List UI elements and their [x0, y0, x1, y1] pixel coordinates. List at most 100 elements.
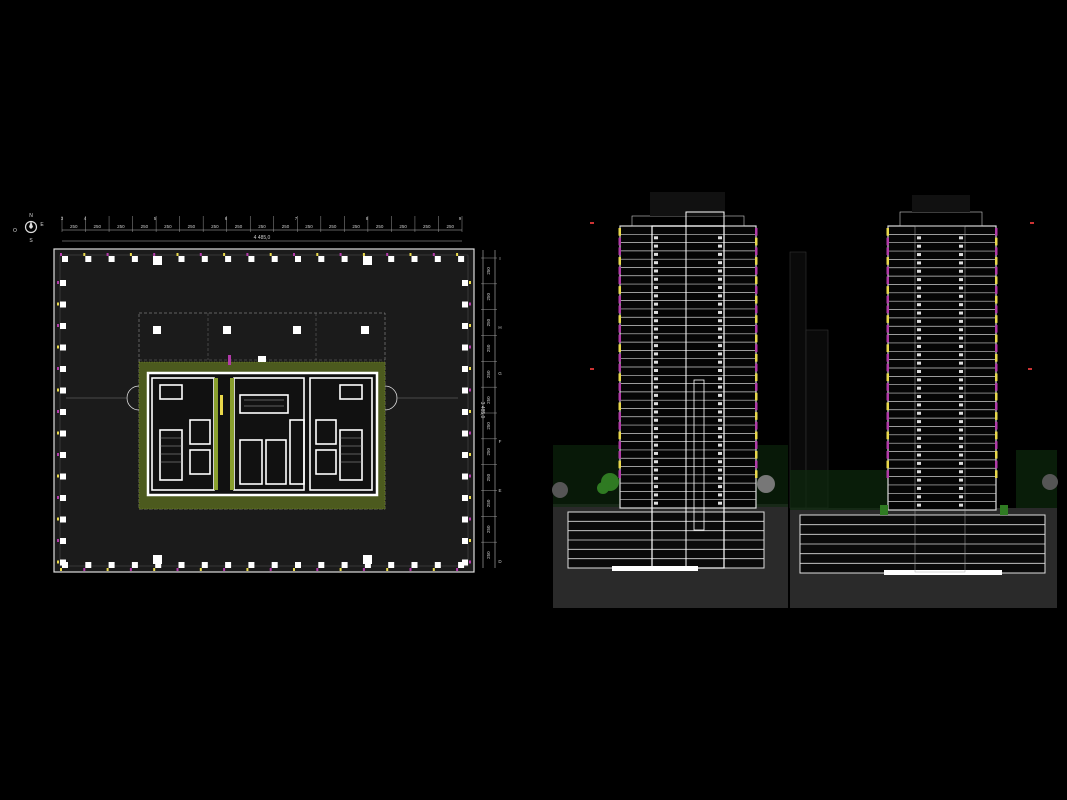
column	[462, 430, 468, 437]
column	[462, 409, 468, 415]
column	[60, 495, 66, 501]
grid-label-top: 4	[84, 216, 87, 221]
column	[295, 256, 301, 262]
right-dimension: 250	[486, 422, 491, 430]
top-dimension: 250	[446, 224, 454, 229]
column	[462, 473, 468, 480]
column	[388, 562, 395, 568]
column	[462, 559, 468, 566]
column	[248, 256, 255, 262]
column	[248, 562, 255, 568]
perimeter-columns	[57, 253, 471, 571]
column	[131, 562, 138, 568]
top-dimension: 250	[94, 224, 102, 229]
column	[318, 256, 325, 262]
right-dimension: 250	[486, 267, 491, 275]
compass-north: N	[29, 213, 33, 219]
compass-south: S	[29, 238, 33, 244]
top-dimension: 250	[70, 224, 78, 229]
top-dimension: 250	[305, 224, 313, 229]
column	[201, 562, 208, 568]
column	[60, 430, 66, 437]
right-dimension: 250	[486, 499, 491, 507]
right-dimension: 250	[486, 473, 491, 481]
top-dimension: 250	[117, 224, 125, 229]
right-dimension: 250	[486, 370, 491, 378]
column	[60, 538, 66, 544]
column	[60, 516, 66, 523]
column	[60, 280, 66, 286]
column	[201, 256, 208, 262]
column	[462, 344, 468, 351]
grid-label-right: F	[499, 439, 502, 444]
column	[434, 562, 441, 568]
right-dimension: 250	[486, 448, 491, 456]
right-dimension: 250	[486, 396, 491, 404]
column	[225, 562, 232, 568]
column	[434, 256, 441, 262]
main-columns	[153, 256, 372, 564]
column	[60, 301, 66, 308]
column	[60, 387, 66, 394]
column	[411, 562, 418, 568]
column	[108, 562, 115, 568]
overall-width-label: 4 485,0	[254, 235, 271, 241]
top-dimension: 250	[211, 224, 219, 229]
column	[108, 256, 115, 262]
column	[458, 562, 465, 568]
column	[364, 562, 371, 568]
top-dimension: 250	[282, 224, 290, 229]
column	[60, 323, 66, 329]
column	[458, 256, 465, 262]
compass-icon: N E S O	[13, 213, 44, 244]
column	[60, 473, 66, 480]
core-accents	[214, 355, 266, 490]
column	[60, 409, 66, 415]
top-dimension: 250	[352, 224, 360, 229]
column	[178, 562, 185, 568]
top-dimension: 250	[141, 224, 149, 229]
column	[85, 562, 92, 568]
column	[388, 256, 395, 262]
column	[462, 387, 468, 394]
column	[462, 538, 468, 544]
column	[462, 366, 468, 372]
column	[411, 256, 418, 262]
top-dimension: 250	[235, 224, 243, 229]
column	[462, 301, 468, 308]
column	[60, 344, 66, 351]
column	[85, 256, 92, 262]
side-entries	[66, 385, 458, 411]
grid-label-right: H	[498, 325, 501, 330]
top-dimension: 250	[164, 224, 172, 229]
column	[271, 256, 278, 262]
column	[462, 516, 468, 523]
grid-label-right: G	[498, 371, 502, 376]
top-dimension: 250	[258, 224, 266, 229]
stair-hatching	[160, 399, 362, 463]
section-a-trees	[552, 473, 775, 498]
column	[60, 452, 66, 458]
column	[295, 562, 301, 568]
column	[462, 452, 468, 458]
top-dimension: 250	[329, 224, 337, 229]
column	[225, 256, 232, 262]
right-dimension: 250	[486, 551, 491, 559]
section-a	[552, 192, 788, 608]
column	[60, 559, 66, 566]
grid-label-top: 3	[61, 216, 64, 221]
column	[178, 256, 185, 262]
section-b	[789, 195, 1058, 608]
right-dimension: 250	[486, 318, 491, 326]
column	[341, 256, 348, 262]
compass-west: O	[13, 228, 17, 234]
grid-label-right: D	[498, 559, 502, 564]
right-dimension: 250	[486, 293, 491, 301]
grid-label-top: 6	[225, 216, 228, 221]
compass-east: E	[40, 222, 44, 228]
core-rooms	[151, 377, 373, 491]
column	[462, 495, 468, 501]
